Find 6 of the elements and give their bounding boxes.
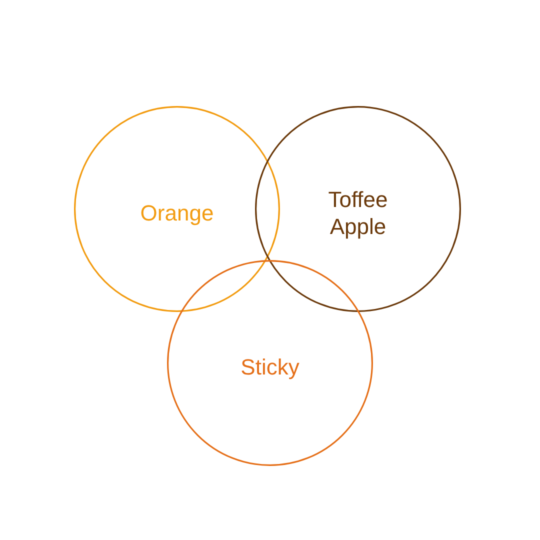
set-label: Toffee Apple [327, 186, 389, 240]
venn-circle [255, 106, 461, 312]
set-label: Orange [139, 200, 215, 226]
set-label: Sticky [240, 354, 300, 380]
venn-circle [74, 106, 280, 312]
venn-circle [167, 260, 373, 466]
